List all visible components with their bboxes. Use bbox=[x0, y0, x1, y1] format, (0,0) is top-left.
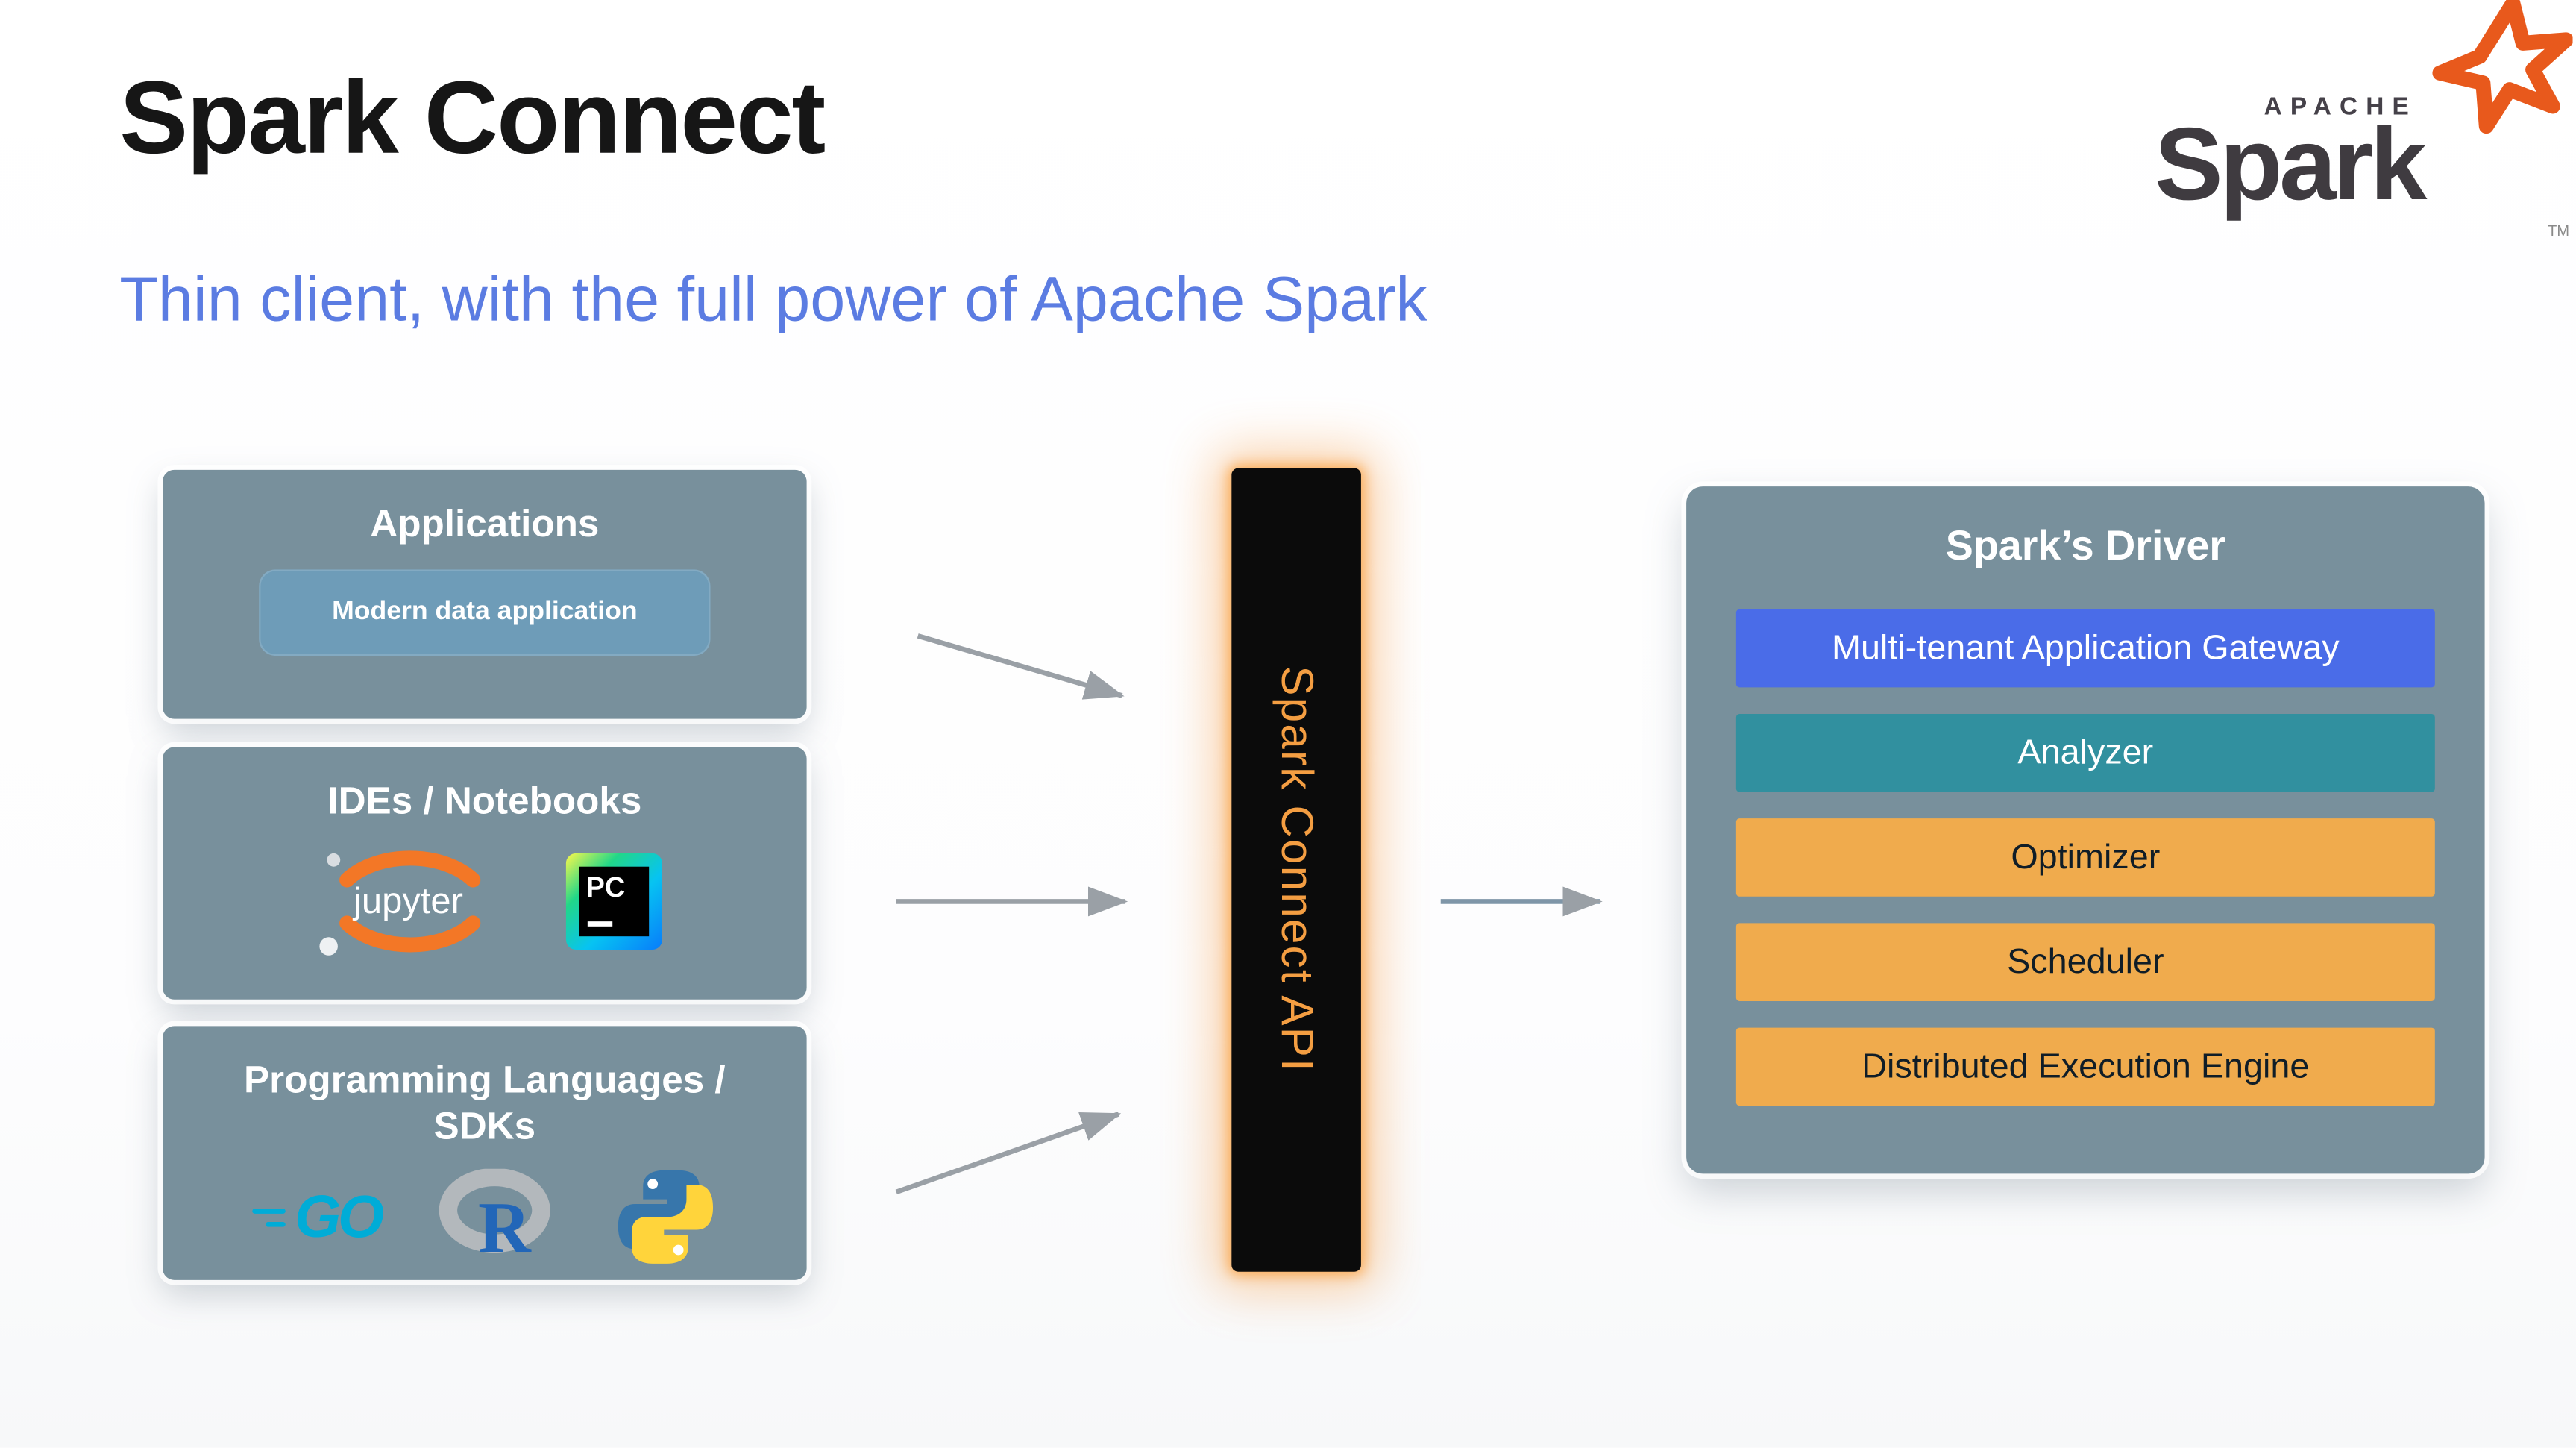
driver-layer-gateway: Multi-tenant Application Gateway bbox=[1735, 609, 2435, 688]
r-label: R bbox=[477, 1188, 531, 1265]
arrow-languages-to-api bbox=[895, 1112, 1122, 1195]
applications-title: Applications bbox=[370, 501, 600, 545]
spark-driver-box: Spark’s Driver Multi-tenant Application … bbox=[1686, 486, 2485, 1174]
pycharm-underscore bbox=[587, 921, 613, 927]
go-logo: GO bbox=[253, 1182, 384, 1252]
programming-languages-title: Programming Languages / SDKs bbox=[244, 1057, 726, 1147]
arrow-applications-to-api bbox=[917, 633, 1125, 700]
jupyter-logo: jupyter bbox=[307, 840, 510, 963]
go-speed-lines-icon bbox=[253, 1208, 286, 1226]
driver-layer-execution-engine: Distributed Execution Engine bbox=[1735, 1027, 2435, 1106]
r-logo: R bbox=[437, 1168, 556, 1265]
subtitle: Thin client, with the full power of Apac… bbox=[119, 266, 1427, 336]
jupyter-label: jupyter bbox=[352, 881, 463, 921]
page-title: Spark Connect bbox=[119, 61, 826, 176]
apache-wordmark: APACHE bbox=[2264, 93, 2417, 122]
modern-data-application-chip: Modern data application bbox=[259, 569, 711, 656]
ides-notebooks-title: IDEs / Notebooks bbox=[327, 778, 642, 822]
ides-notebooks-box: IDEs / Notebooks jupyter PC bbox=[163, 747, 807, 1000]
spark-connect-api-bar: Spark Connect API bbox=[1231, 468, 1361, 1272]
pycharm-label: PC bbox=[585, 871, 626, 903]
driver-layer-optimizer: Optimizer bbox=[1735, 818, 2435, 897]
spark-wordmark: Spark bbox=[2154, 107, 2428, 223]
pycharm-logo: PC bbox=[565, 853, 662, 950]
driver-layer-analyzer: Analyzer bbox=[1735, 713, 2435, 792]
spark-connect-api-label: Spark Connect API bbox=[1272, 666, 1322, 1074]
applications-box: Applications Modern data application bbox=[163, 469, 807, 719]
apache-spark-logo: APACHE Spark TM bbox=[2144, 0, 2573, 249]
go-label: GO bbox=[294, 1182, 384, 1250]
driver-layer-scheduler: Scheduler bbox=[1735, 923, 2435, 1001]
programming-languages-box: Programming Languages / SDKs GO R bbox=[163, 1026, 807, 1280]
spark-star-icon bbox=[2432, 0, 2573, 134]
trademark-label: TM bbox=[2548, 222, 2570, 239]
python-logo bbox=[613, 1165, 716, 1268]
spark-driver-title: Spark’s Driver bbox=[1945, 523, 2225, 570]
